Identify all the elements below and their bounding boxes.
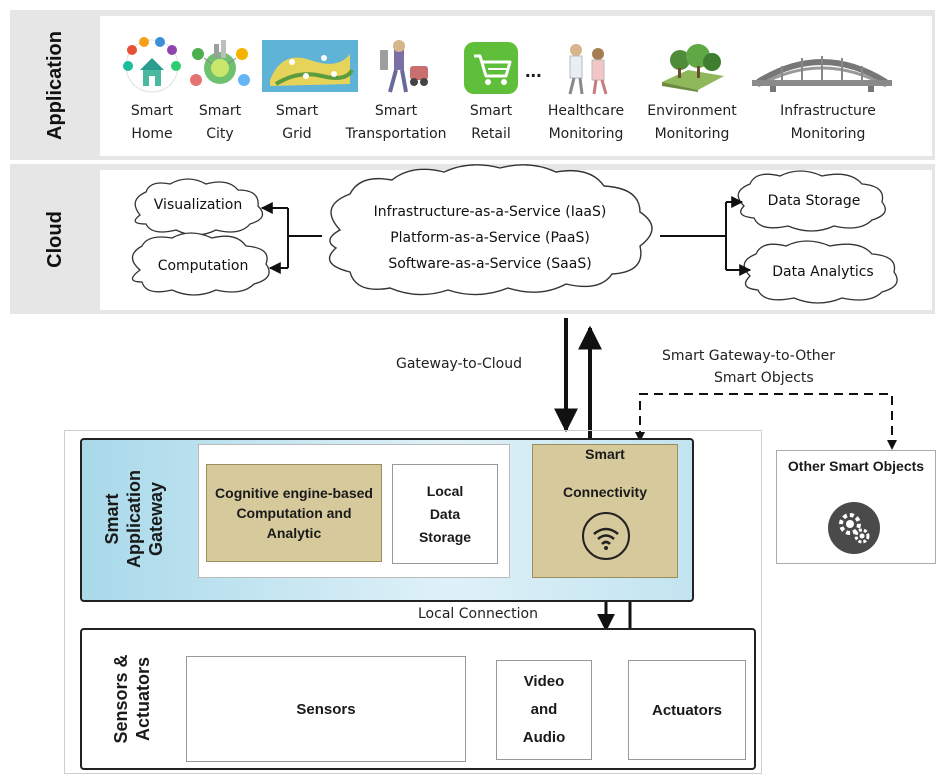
smart-connectivity-label-1: Smart <box>585 446 625 462</box>
cloud-data-analytics: Data Analytics <box>772 264 874 280</box>
cloud-service-saas: Software-as-a-Service (SaaS) <box>388 256 592 272</box>
gateway-layer-label: Smart Application Gateway <box>102 470 166 568</box>
smart-grid-icon <box>262 40 358 92</box>
visualization-cloud-shape <box>134 178 264 236</box>
local-connection-label: Local Connection <box>418 606 538 622</box>
gateway-to-objects-label-2: Smart Objects <box>714 370 814 386</box>
smart-home-icon <box>123 37 181 93</box>
data-analytics-cloud-shape <box>743 240 898 304</box>
cloud-service-iaas: Infrastructure-as-a-Service (IaaS) <box>373 204 607 220</box>
cloud-visualization: Visualization <box>153 197 243 213</box>
environment-icon <box>662 44 724 92</box>
smart-connectivity-box <box>532 444 678 578</box>
edge-frame <box>64 430 762 774</box>
application-ellipsis: ... <box>525 60 542 82</box>
smart-connectivity-label-2: Connectivity <box>562 484 647 500</box>
sensors-box: Sensors <box>186 656 466 762</box>
other-smart-objects-label: Other Smart Objects <box>787 458 925 474</box>
cognitive-engine-box: Cognitive engine-based Computation and A… <box>206 464 382 562</box>
actuators-box: Actuators <box>628 660 746 760</box>
gateway-to-objects-label-1: Smart Gateway-to-Other <box>662 348 835 364</box>
smart-retail-icon <box>464 42 518 94</box>
data-storage-cloud-shape <box>737 170 886 232</box>
main-cloud-shape <box>328 164 653 296</box>
healthcare-icon <box>568 44 608 95</box>
gears-icon <box>828 502 880 554</box>
smart-transportation-icon <box>380 40 428 93</box>
sensors-actuators-layer <box>80 628 756 770</box>
smart-city-icon <box>190 40 250 86</box>
sensors-layer-label: Sensors & Actuators <box>111 654 153 744</box>
cloud-computation: Computation <box>157 258 249 274</box>
gateway-to-cloud-label: Gateway-to-Cloud <box>396 356 523 372</box>
cloud-data-storage: Data Storage <box>767 193 861 209</box>
bridge-icon <box>752 56 892 92</box>
computation-cloud-shape <box>131 232 270 296</box>
wifi-icon <box>582 512 630 560</box>
cloud-service-paas: Platform-as-a-Service (PaaS) <box>390 230 590 246</box>
